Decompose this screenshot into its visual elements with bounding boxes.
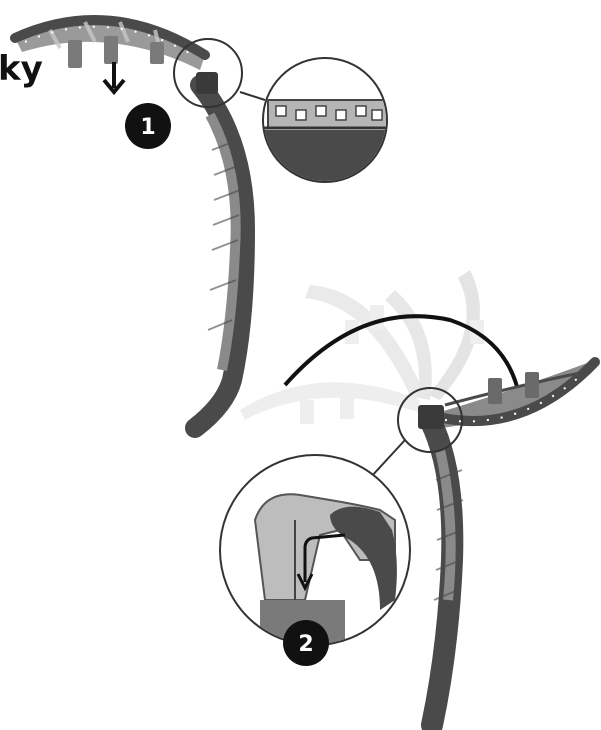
step2-frame-post (418, 405, 463, 725)
step1-number: 1 (140, 115, 155, 140)
step1-frame-post (195, 72, 245, 428)
step2-badge: 2 (283, 620, 329, 666)
step2-ghost-positions (240, 270, 484, 424)
step1-detail-magnifier (260, 58, 395, 190)
step1-badge: 1 (125, 103, 171, 149)
step2-number: 2 (298, 632, 313, 657)
down-arrow-icon (104, 62, 124, 92)
